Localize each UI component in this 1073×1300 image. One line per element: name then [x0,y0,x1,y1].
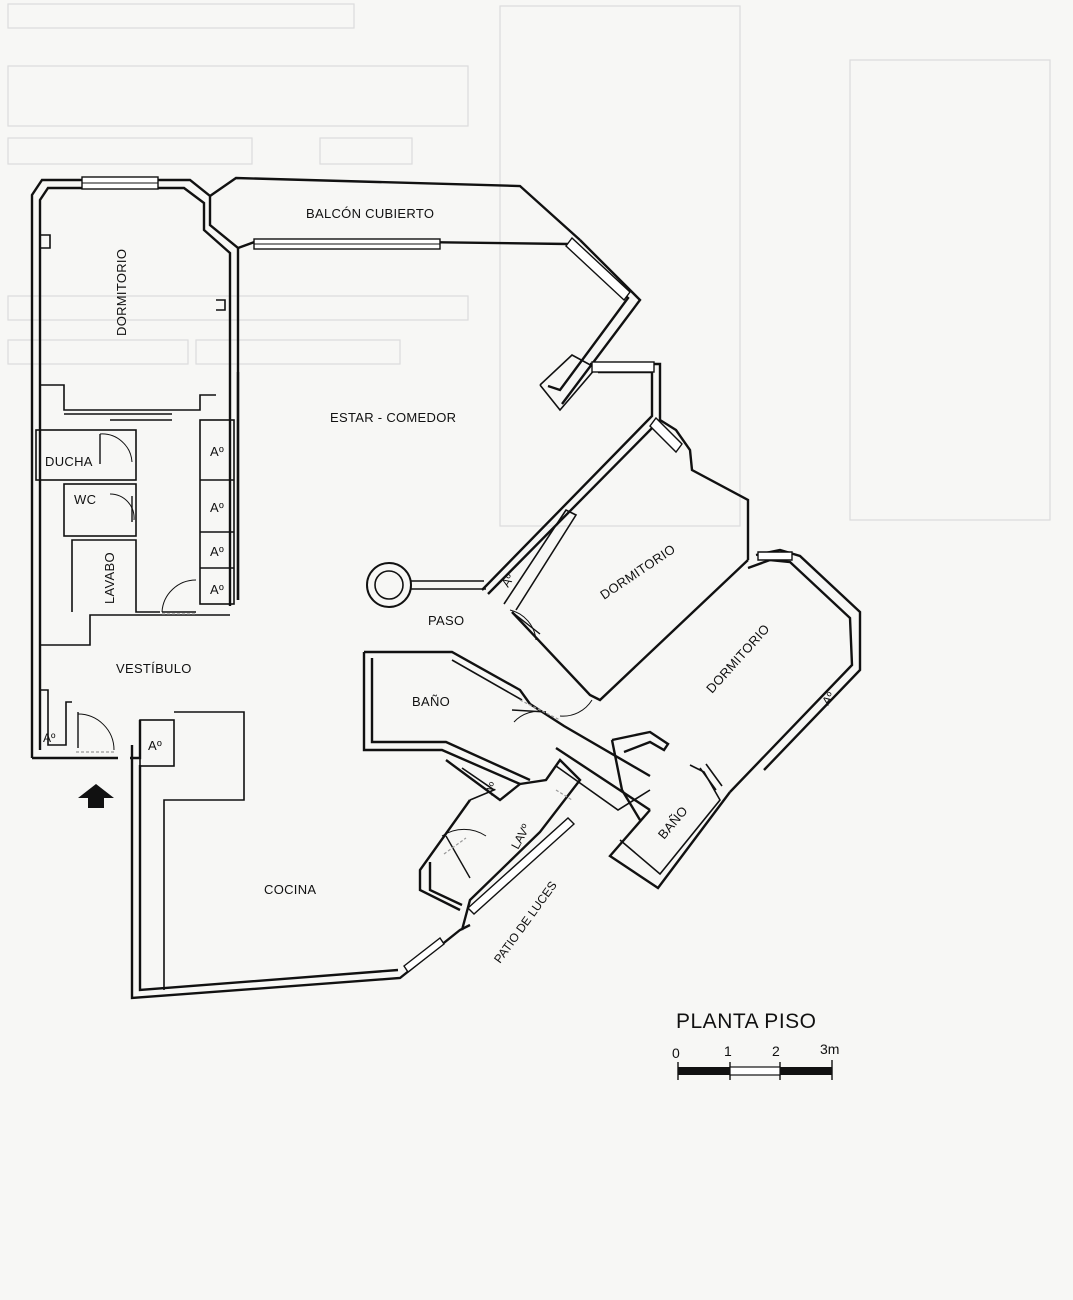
background-form-ghost [7,3,1051,527]
scale-label-1: 1 [724,1043,732,1059]
windows [81,176,793,974]
label-lavabo: LAVABO [102,552,117,604]
label-armario: Aº [482,779,500,797]
label-armario: Aº [210,500,224,515]
scale-label-0: 0 [672,1045,680,1061]
label-dormitorio-1: DORMITORIO [114,249,129,336]
label-vestibulo: VESTÍBULO [116,661,192,676]
label-patio-de-luces: PATIO DE LUCES [491,879,560,966]
doors [64,413,723,879]
label-wc: WC [74,492,96,507]
label-armario: Aº [210,544,224,559]
label-armario: Aº [210,444,224,459]
scale-label-2: 2 [772,1043,780,1059]
label-dormitorio-2: DORMITORIO [597,541,678,602]
label-armario: Aº [43,731,56,745]
label-balcon: BALCÓN CUBIERTO [306,206,434,221]
entrance-arrow-icon [78,784,114,808]
label-estar-comedor: ESTAR - COMEDOR [330,410,456,425]
label-dormitorio-3: DORMITORIO [703,621,773,696]
label-ducha: DUCHA [45,454,93,469]
label-bano-2: BAÑO [655,803,691,842]
label-lav: LAVº [508,821,533,851]
scale-label-3: 3m [820,1041,839,1057]
walls [30,176,862,1000]
column-circle [366,562,412,608]
label-bano-1: BAÑO [412,694,450,709]
label-armario: Aº [819,689,838,708]
label-armario: Aº [148,738,162,753]
plan-title: PLANTA PISO [676,1010,817,1033]
label-armario: Aº [210,582,224,597]
label-paso: PASO [428,613,464,628]
label-cocina: COCINA [264,882,316,897]
scale-bar: 0 1 2 3m [672,1041,839,1080]
